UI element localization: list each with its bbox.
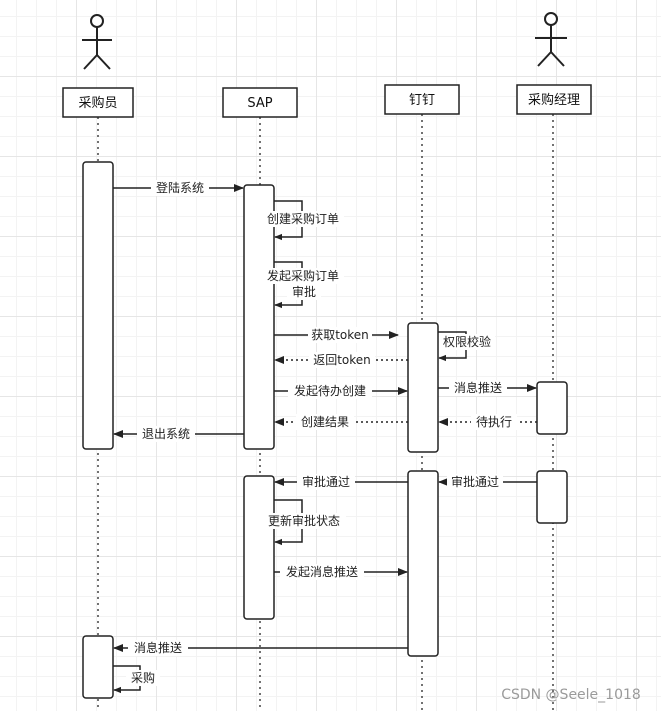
activation-manager-2 [536, 470, 568, 524]
activation-sap-2 [243, 475, 275, 620]
msg-login-label: 登陆系统 [156, 180, 204, 195]
watermark: CSDN @Seele_1018 [501, 687, 641, 703]
participant-dingtalk-label: 钉钉 [409, 93, 435, 108]
msg-return-token-label: 返回token [313, 353, 371, 367]
actor-buyer-icon [82, 14, 112, 70]
msg-auth-check-label: 权限校验 [443, 334, 491, 349]
msg-send-push-label: 发起消息推送 [286, 564, 358, 579]
msg-pending-label: 待执行 [476, 415, 512, 429]
activation-sap-1 [243, 184, 275, 450]
msg-purchase-label: 采购 [131, 670, 155, 685]
msg-submit-po-label-line1: 发起采购订单 [267, 268, 339, 283]
participant-sap: SAP [222, 87, 298, 118]
activation-buyer-2 [82, 635, 114, 699]
participant-sap-label: SAP [247, 96, 272, 111]
activation-dingtalk-2 [407, 470, 439, 657]
msg-approve-dingtalk-label: 审批通过 [451, 474, 499, 489]
msg-get-token-label: 获取token [311, 328, 369, 342]
participant-buyer-label: 采购员 [78, 95, 117, 111]
participant-dingtalk: 钉钉 [384, 84, 460, 115]
msg-logout-label: 退出系统 [142, 427, 190, 441]
msg-approve-sap-label: 审批通过 [302, 474, 350, 489]
msg-push-buyer-label: 消息推送 [134, 640, 182, 655]
msg-create-result-label: 创建结果 [301, 415, 349, 429]
msg-update-status-label: 更新审批状态 [268, 513, 340, 528]
participant-manager: 采购经理 [516, 84, 592, 115]
actor-manager-icon [535, 12, 567, 67]
msg-create-todo-label: 发起待办创建 [294, 383, 366, 398]
msg-submit-po-label-line2: 审批 [292, 284, 316, 299]
activation-manager-1 [536, 381, 568, 435]
msg-create-po-label: 创建采购订单 [267, 211, 339, 226]
participant-buyer: 采购员 [62, 87, 134, 118]
activation-buyer-1 [82, 161, 114, 450]
participant-manager-label: 采购经理 [528, 92, 580, 108]
msg-push-manager-label: 消息推送 [454, 380, 502, 395]
activation-dingtalk-1 [407, 322, 439, 453]
